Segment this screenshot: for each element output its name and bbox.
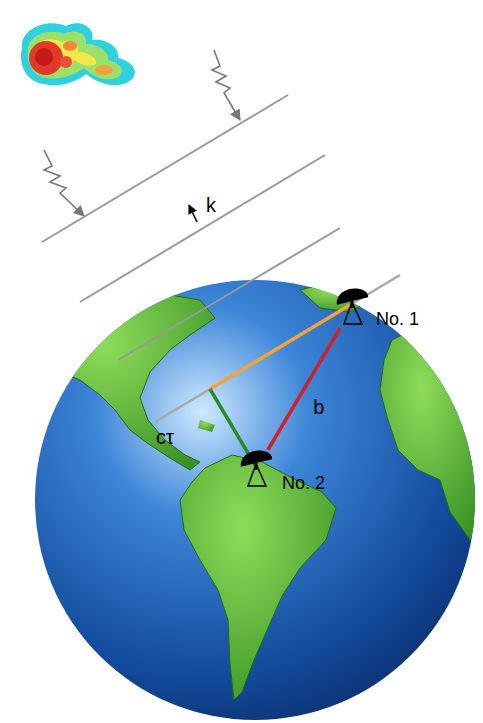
telescope-icon bbox=[334, 288, 370, 328]
island bbox=[198, 420, 215, 432]
telescope-label: No. 1 bbox=[376, 310, 419, 330]
symbol-label: k bbox=[206, 194, 216, 216]
wavefront bbox=[118, 228, 340, 360]
symbol-label: cτ bbox=[156, 426, 174, 448]
photon-arrow bbox=[212, 50, 240, 120]
continents bbox=[30, 282, 483, 700]
north-america bbox=[30, 290, 215, 470]
greenland bbox=[300, 282, 372, 312]
africa bbox=[380, 326, 483, 540]
wavefront bbox=[80, 155, 325, 302]
baseline-label: b bbox=[313, 396, 324, 418]
telescope: No. 1 bbox=[334, 288, 370, 328]
baseline bbox=[268, 328, 340, 450]
photon-arrow bbox=[44, 150, 84, 216]
wavefront bbox=[42, 95, 288, 242]
telescope-icon bbox=[238, 450, 274, 490]
wave-vector-arrow bbox=[189, 205, 197, 222]
radio-source bbox=[21, 23, 135, 85]
wavefront bbox=[155, 389, 210, 422]
south-america bbox=[180, 455, 336, 700]
telescope-label: No. 2 bbox=[282, 474, 325, 494]
telescope: No. 2 bbox=[238, 450, 274, 490]
